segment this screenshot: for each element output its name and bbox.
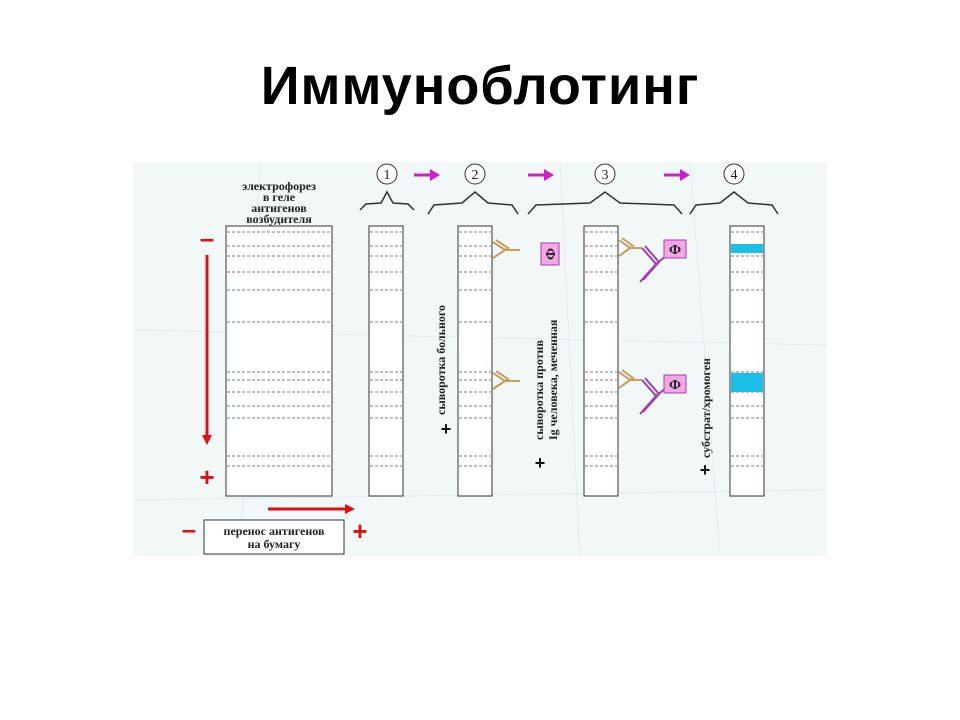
anti-ig-label-line2: Ig человека, меченная [546, 319, 560, 440]
strip-step-4 [729, 225, 765, 497]
enzyme-label-free: Ф [544, 248, 559, 260]
strip-bands [370, 231, 763, 467]
serum-patient-label: сыворотка больного [434, 305, 448, 415]
step-2-marker: 2 [464, 163, 486, 185]
electrophoresis-label-line1: электрофорез [242, 179, 316, 193]
strip-step-2 [457, 225, 493, 497]
enzyme-conjugate-free: Ф [540, 242, 560, 266]
anti-ig-label-line1: сыворотка против [532, 340, 546, 440]
electrophoresis-label-line4: возбудителя [246, 212, 312, 226]
detected-band-upper [731, 244, 763, 253]
brace-step-2 [427, 191, 519, 215]
enzyme-conjugate-lower: Ф [663, 374, 687, 394]
enzyme-label-upper: Ф [669, 243, 681, 258]
step-arrow-1-2 [414, 169, 440, 181]
step-3-marker: 3 [594, 163, 616, 185]
plus-sign-serum: + [441, 419, 452, 439]
gel-block [225, 225, 333, 497]
electrophoresis-label-line2: в геле [263, 190, 296, 204]
strip-step-3 [583, 225, 619, 497]
step-4-marker: 4 [723, 163, 745, 185]
enzyme-label-lower: Ф [669, 378, 681, 393]
plus-sign-anti-ig: + [535, 453, 546, 473]
plus-sign-substrate: + [700, 460, 711, 480]
transfer-label-line1: перенос антигенов [224, 524, 325, 538]
step-3-number: 3 [602, 168, 609, 183]
step-arrow-3-4 [664, 169, 690, 181]
substrate-label: субстрат/хромоген [699, 358, 713, 458]
brace-step-3 [527, 191, 683, 215]
plus-sign-gel: + [199, 462, 214, 492]
minus-sign-transfer: – [182, 514, 196, 544]
enzyme-conjugate-upper: Ф [663, 239, 687, 259]
step-4-number: 4 [731, 168, 738, 183]
step-arrow-2-3 [528, 169, 554, 181]
step-1-number: 1 [384, 168, 391, 183]
step-braces [359, 190, 779, 215]
complex-strip3-lower [618, 369, 667, 415]
transfer-label-line2: на бумагу [248, 537, 301, 551]
complex-strip3-upper [618, 237, 667, 283]
detected-band-lower [731, 373, 763, 392]
brace-step-1 [359, 190, 415, 211]
strip-step-1 [368, 225, 404, 497]
page-title: Иммуноблотинг [260, 56, 700, 116]
patient-antibody-strip2-lower [492, 370, 520, 390]
brace-step-4 [689, 191, 779, 215]
minus-sign-gel: – [200, 223, 214, 253]
gel-bands [227, 231, 331, 467]
step-1-marker: 1 [376, 163, 398, 185]
step-2-number: 2 [472, 168, 479, 183]
patient-antibody-strip2-upper [492, 239, 520, 259]
plus-sign-transfer: + [352, 516, 367, 546]
transfer-label-box [203, 519, 345, 555]
step-arrows [414, 169, 690, 181]
electrophoresis-label-line3: антигенов [251, 201, 307, 215]
